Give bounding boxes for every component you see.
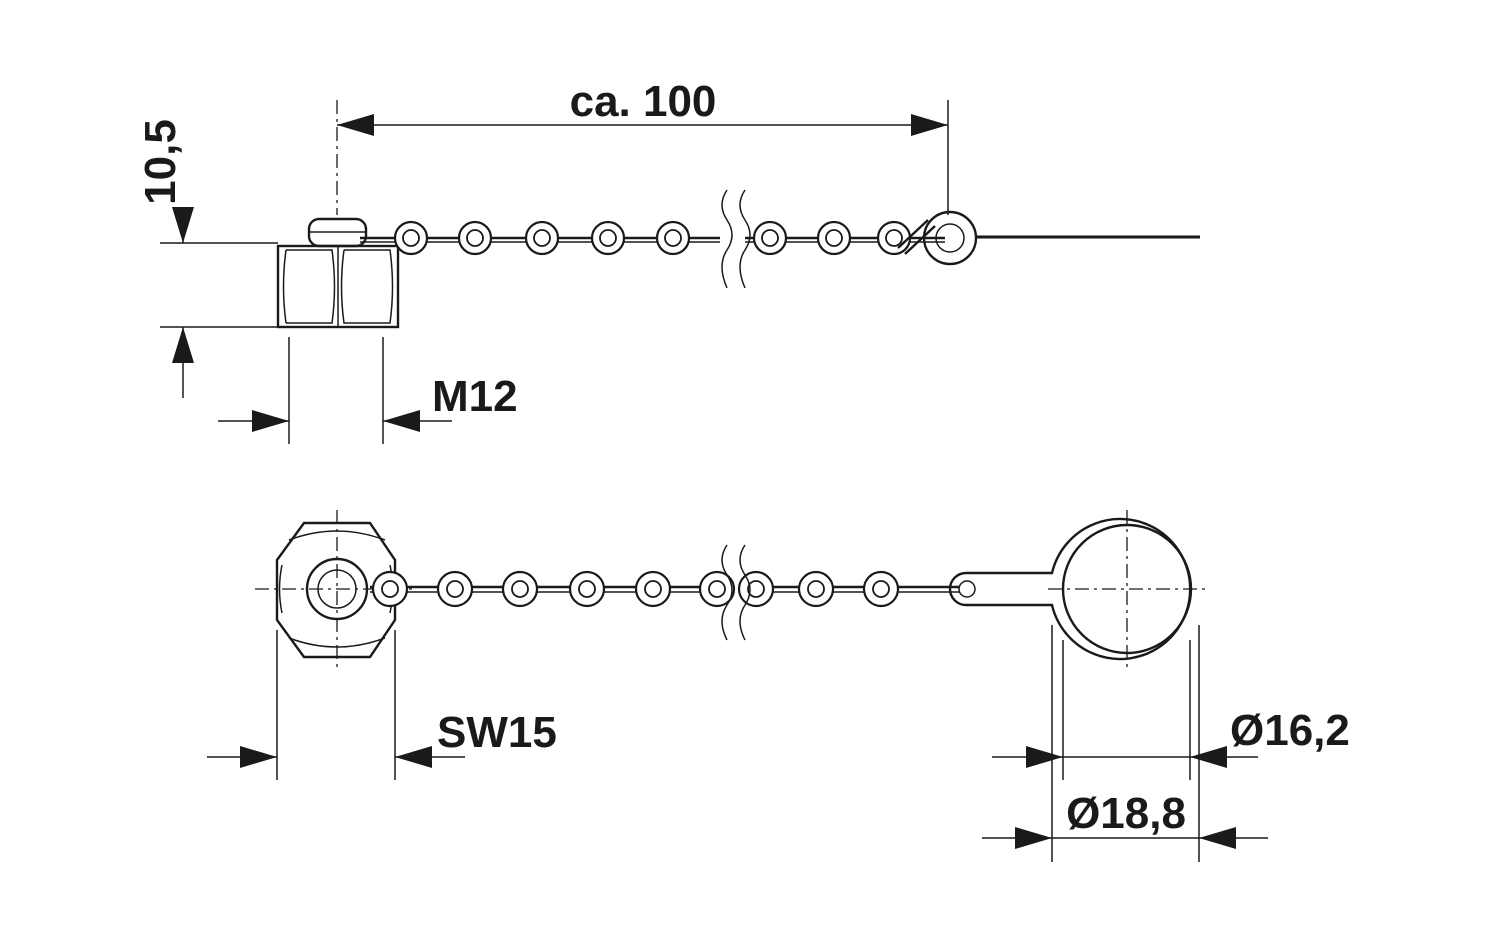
chain-top (370, 570, 960, 608)
chain-link (737, 570, 775, 608)
chain-link (862, 570, 900, 608)
chain-link (436, 570, 474, 608)
dim-inner-diameter: Ø16,2 (992, 640, 1350, 780)
chain-link (816, 220, 852, 256)
chain-link (393, 220, 429, 256)
dim-height: 10,5 (136, 119, 278, 398)
hex-nut-top (275, 521, 397, 659)
dim-label-chain-length: ca. 100 (570, 77, 717, 126)
chain-link (568, 570, 606, 608)
side-view: ca. 100 10,5 M12 (136, 77, 1200, 444)
chain-link (501, 570, 539, 608)
chain-link (698, 570, 736, 608)
chain-link (457, 220, 493, 256)
dim-chain-length: ca. 100 (336, 77, 949, 215)
dim-label-wrench-size: SW15 (437, 708, 557, 757)
chain-link (590, 220, 626, 256)
chain-side (360, 210, 1200, 266)
nut-side (276, 217, 400, 329)
break-mark (721, 544, 751, 641)
chain-link (371, 570, 409, 608)
chain-link (752, 220, 788, 256)
chain-link (876, 220, 912, 256)
top-view: SW15 Ø16,2 Ø18,8 (207, 510, 1350, 862)
chain-link (655, 220, 691, 256)
cap-top (948, 510, 1210, 668)
dim-wrench-size: SW15 (207, 630, 557, 780)
dim-thread: M12 (218, 337, 518, 444)
dim-outer-diameter: Ø18,8 (982, 625, 1268, 862)
break-mark (721, 189, 751, 289)
dim-label-height: 10,5 (136, 119, 185, 205)
chain-link (634, 570, 672, 608)
chain-link (524, 220, 560, 256)
dim-label-inner-diameter: Ø16,2 (1230, 706, 1350, 755)
dim-label-outer-diameter: Ø18,8 (1066, 789, 1186, 838)
dim-label-thread: M12 (432, 372, 518, 421)
chain-link (797, 570, 835, 608)
